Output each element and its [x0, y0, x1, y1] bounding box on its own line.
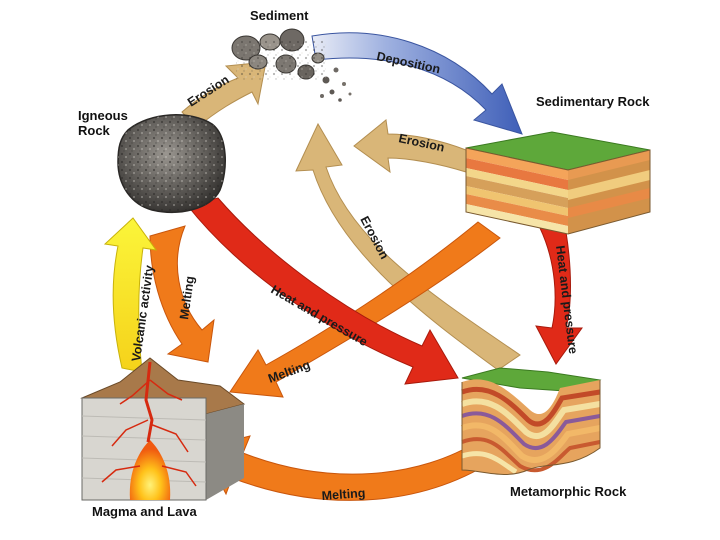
erosion-sedimentary-arrow: [353, 119, 467, 174]
igneous-rock-label-line2: Rock: [78, 123, 111, 138]
heat-pressure-sedimentary-arrow: [535, 227, 583, 365]
metamorphic-rock-label: Metamorphic Rock: [510, 484, 627, 499]
sediment-illustration: [231, 28, 352, 102]
metamorphic-rock-illustration: [460, 367, 602, 475]
volcanic-activity-arrow: [103, 217, 158, 373]
melting-igneous-label: Melting: [177, 275, 197, 320]
sedimentary-rock-illustration: [465, 131, 651, 235]
melting-igneous-arrow: [149, 225, 215, 363]
sediment-label: Sediment: [250, 8, 309, 23]
sedimentary-rock-label: Sedimentary Rock: [536, 94, 650, 109]
melting-sedimentary-arrow: [229, 221, 501, 398]
heat-pressure-igneous-arrow: [186, 197, 459, 385]
deposition-arrow: [311, 32, 523, 135]
magma-and-lava-label: Magma and Lava: [92, 504, 198, 519]
melting-metamorphic-label: Melting: [321, 486, 366, 503]
magma-lava-illustration: [80, 357, 246, 501]
erosion-metamorphic-arrow: [295, 122, 521, 371]
igneous-rock-illustration: [117, 114, 226, 213]
igneous-rock-label-line1: Igneous: [78, 108, 128, 123]
